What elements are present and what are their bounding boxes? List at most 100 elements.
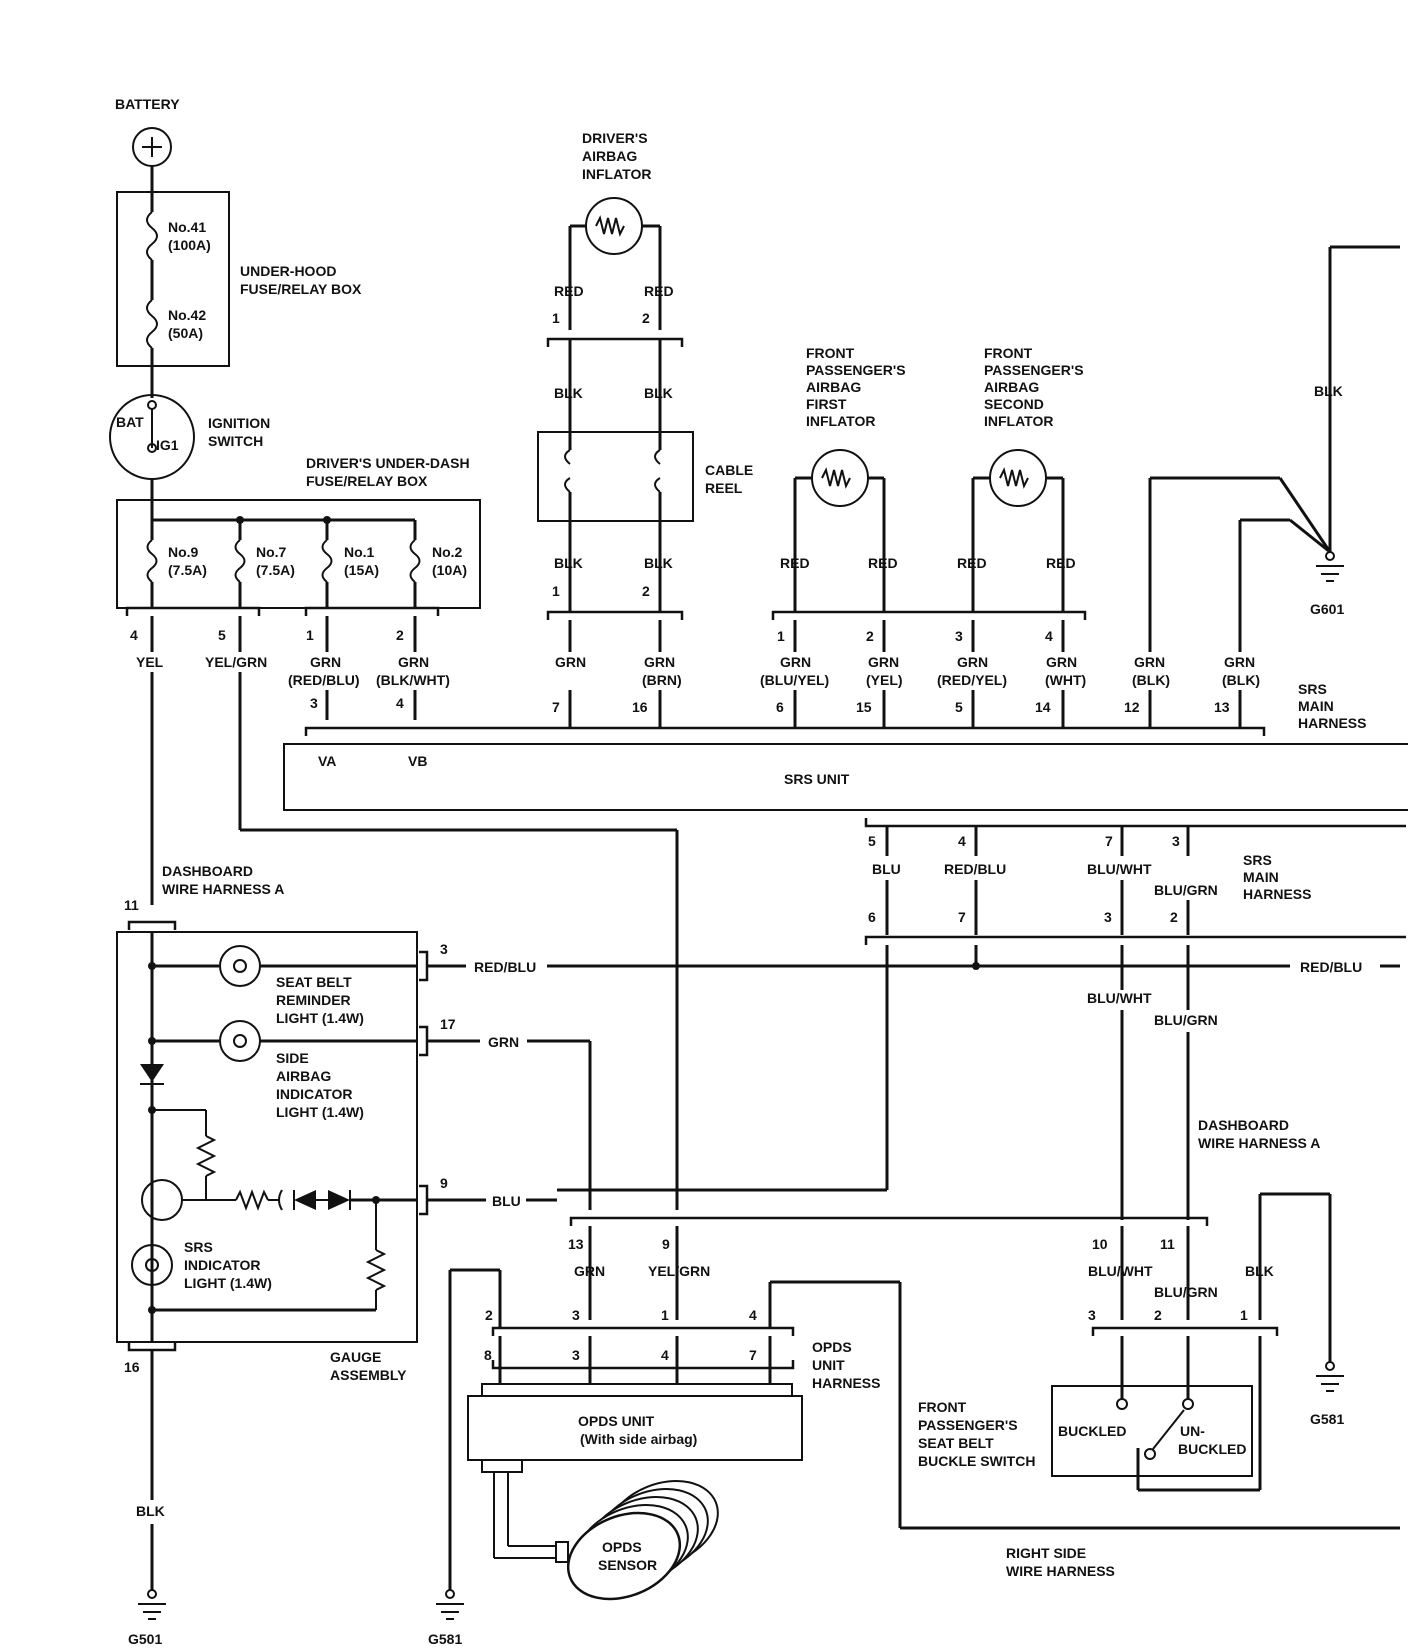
svg-text:SENSOR: SENSOR [598,1557,657,1573]
svg-text:BLU/WHT: BLU/WHT [1087,861,1152,877]
svg-text:8: 8 [484,1347,492,1363]
svg-text:BLU: BLU [492,1193,521,1209]
svg-text:2: 2 [1154,1307,1162,1323]
svg-text:14: 14 [1035,699,1051,715]
svg-text:BUCKLE SWITCH: BUCKLE SWITCH [918,1453,1035,1469]
svg-text:3: 3 [1104,909,1112,925]
svg-text:(7.5A): (7.5A) [168,562,207,578]
svg-text:No.1: No.1 [344,544,375,560]
svg-text:YEL/GRN: YEL/GRN [205,654,267,670]
svg-text:RED: RED [957,555,987,571]
opds-sensor: OPDS SENSOR [555,1480,719,1601]
svg-text:WIRE HARNESS: WIRE HARNESS [1006,1563,1115,1579]
svg-text:REEL: REEL [705,480,743,496]
svg-text:SRS: SRS [1243,852,1272,868]
svg-text:CABLE: CABLE [705,462,753,478]
svg-text:HARNESS: HARNESS [1298,715,1366,731]
svg-text:1: 1 [1240,1307,1248,1323]
svg-text:7: 7 [749,1347,757,1363]
svg-text:BUCKLED: BUCKLED [1058,1423,1126,1439]
svg-text:BLK: BLK [554,385,583,401]
svg-text:AIRBAG: AIRBAG [276,1068,331,1084]
svg-text:GRN: GRN [868,654,899,670]
svg-text:2: 2 [485,1307,493,1323]
svg-text:BLU/GRN: BLU/GRN [1154,1284,1218,1300]
svg-text:BLU: BLU [872,861,901,877]
svg-text:INFLATOR: INFLATOR [582,166,651,182]
svg-text:BLK: BLK [1314,383,1343,399]
ignition-switch: BAT IG1 [109,394,195,480]
svg-text:11: 11 [124,897,139,913]
svg-text:FRONT: FRONT [806,345,855,361]
ground-g581-right: G581 [1310,1361,1344,1427]
svg-text:OPDS UNIT: OPDS UNIT [578,1413,655,1429]
svg-text:11: 11 [1160,1236,1175,1252]
svg-text:4: 4 [1045,628,1053,644]
svg-text:RIGHT SIDE: RIGHT SIDE [1006,1545,1086,1561]
ground-g601: G601 [1310,551,1344,617]
svg-text:(With side airbag): (With side airbag) [580,1431,697,1447]
svg-text:G581: G581 [428,1631,462,1647]
svg-text:INFLATOR: INFLATOR [806,413,875,429]
svg-text:9: 9 [440,1175,448,1191]
svg-text:AIRBAG: AIRBAG [582,148,637,164]
svg-text:RED/BLU: RED/BLU [944,861,1006,877]
svg-text:FRONT: FRONT [918,1399,967,1415]
svg-text:(BLU/YEL): (BLU/YEL) [760,672,829,688]
svg-text:3: 3 [1172,833,1180,849]
svg-text:6: 6 [868,909,876,925]
svg-text:9: 9 [662,1236,670,1252]
svg-text:RED: RED [1046,555,1076,571]
svg-text:(15A): (15A) [344,562,379,578]
svg-text:7: 7 [1105,833,1113,849]
svg-text:(BLK): (BLK) [1132,672,1170,688]
svg-text:13: 13 [568,1236,584,1252]
svg-text:GRN: GRN [310,654,341,670]
svg-text:BLK: BLK [136,1503,165,1519]
svg-text:5: 5 [218,627,226,643]
svg-text:FUSE/RELAY BOX: FUSE/RELAY BOX [240,281,362,297]
svg-text:BLK: BLK [1245,1263,1274,1279]
svg-text:GRN: GRN [398,654,429,670]
svg-text:SRS: SRS [1298,681,1327,697]
svg-text:WIRE HARNESS A: WIRE HARNESS A [162,881,284,897]
svg-text:BLU/GRN: BLU/GRN [1154,1012,1218,1028]
svg-text:No.9: No.9 [168,544,199,560]
svg-text:4: 4 [749,1307,757,1323]
svg-text:(WHT): (WHT) [1045,672,1086,688]
svg-text:(50A): (50A) [168,325,203,341]
svg-text:4: 4 [396,695,404,711]
svg-text:DRIVER'S UNDER-DASH: DRIVER'S UNDER-DASH [306,455,470,471]
svg-text:SIDE: SIDE [276,1050,309,1066]
svg-text:GAUGE: GAUGE [330,1349,381,1365]
svg-text:IGNITION: IGNITION [208,415,270,431]
svg-text:(7.5A): (7.5A) [256,562,295,578]
svg-text:MAIN: MAIN [1298,698,1334,714]
svg-text:BAT: BAT [116,414,144,430]
svg-text:RED: RED [780,555,810,571]
svg-text:GRN: GRN [1134,654,1165,670]
svg-text:AIRBAG: AIRBAG [984,379,1039,395]
svg-text:4: 4 [958,833,966,849]
svg-text:2: 2 [1170,909,1178,925]
svg-text:VA: VA [318,753,336,769]
svg-text:3: 3 [572,1307,580,1323]
svg-text:LIGHT (1.4W): LIGHT (1.4W) [276,1010,364,1026]
svg-text:YEL/GRN: YEL/GRN [648,1263,710,1279]
svg-text:BLU/GRN: BLU/GRN [1154,882,1218,898]
svg-text:16: 16 [632,699,648,715]
svg-text:FIRST: FIRST [806,396,847,412]
svg-text:GRN: GRN [957,654,988,670]
svg-text:SECOND: SECOND [984,396,1044,412]
svg-text:(BLK): (BLK) [1222,672,1260,688]
svg-text:IG1: IG1 [156,437,179,453]
svg-text:DRIVER'S: DRIVER'S [582,130,648,146]
cable-reel [537,431,694,522]
fp-first-inflator [793,449,886,612]
svg-text:GRN: GRN [1224,654,1255,670]
svg-text:G601: G601 [1310,601,1344,617]
svg-text:BLU/WHT: BLU/WHT [1087,990,1152,1006]
svg-text:RED/BLU: RED/BLU [1300,959,1362,975]
svg-text:UN-: UN- [1180,1423,1205,1439]
svg-text:DASHBOARD: DASHBOARD [162,863,253,879]
